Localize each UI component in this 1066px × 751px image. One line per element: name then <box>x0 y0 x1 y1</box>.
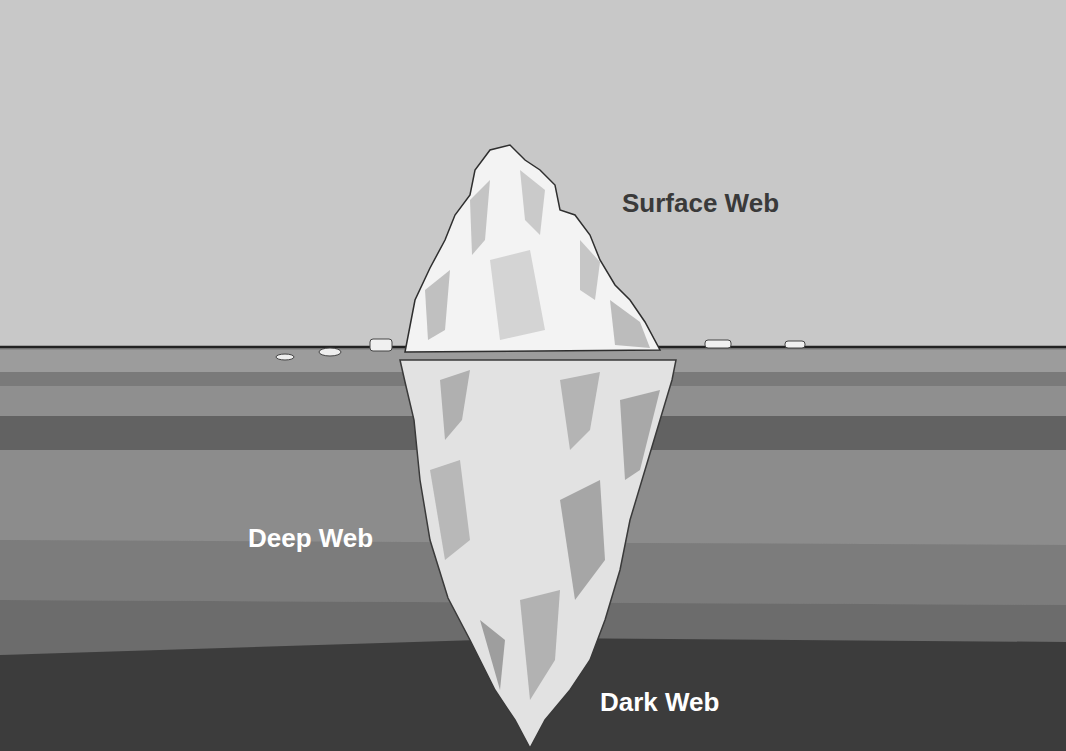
iceberg-surface <box>405 145 660 352</box>
layer-label: Deep Web <box>248 523 373 553</box>
ice-shade <box>480 620 505 690</box>
layer-label: Surface Web <box>622 188 779 218</box>
ice-shade <box>620 390 660 480</box>
ice-shade <box>560 480 605 600</box>
ice-shade <box>580 240 600 300</box>
ice-shade <box>470 180 490 255</box>
ice-shade <box>560 372 600 450</box>
ice-shade <box>490 250 545 340</box>
ice-fragment <box>319 348 341 356</box>
ice-fragment <box>785 341 805 348</box>
ice-fragment <box>276 354 294 360</box>
ice-shade <box>430 460 470 560</box>
ice-shade <box>440 370 470 440</box>
ice-shade <box>520 590 560 700</box>
ice-shade <box>520 170 545 235</box>
ice-fragment <box>370 339 392 351</box>
ice-fragment <box>705 340 731 348</box>
ice-shade <box>425 270 450 340</box>
layer-label: Dark Web <box>600 687 719 717</box>
water <box>0 348 1066 751</box>
ice-shade <box>610 300 650 348</box>
